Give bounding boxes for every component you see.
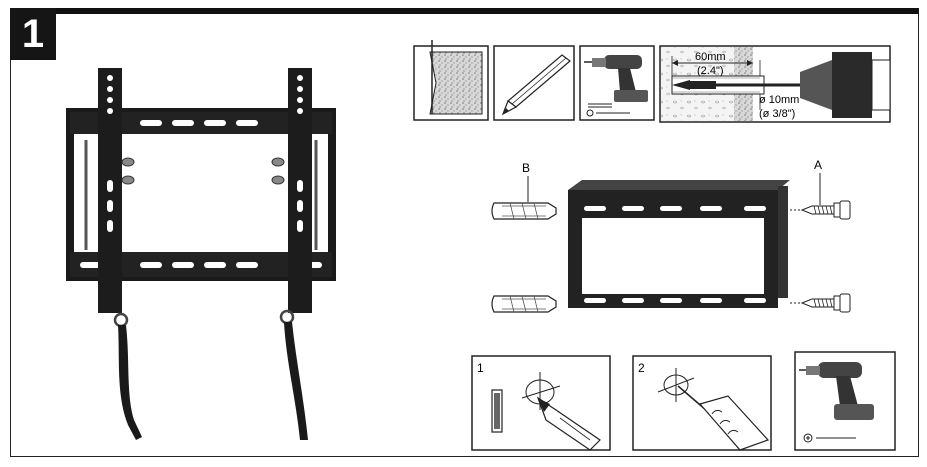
page-frame bbox=[10, 8, 919, 457]
drill-step-number: 2 bbox=[638, 361, 645, 375]
spirit-level-icon bbox=[491, 389, 503, 433]
mark-step-panel: 1 bbox=[471, 355, 611, 451]
step-number-badge: 1 bbox=[10, 8, 56, 60]
drill-step-panel: 2 bbox=[632, 355, 772, 451]
diameter-in-label: (ø 3/8") bbox=[759, 108, 795, 120]
drill-depth-diagram: 60mm (2.4") ø 10mm (ø 3/8") bbox=[659, 45, 891, 123]
screwdriver-step-panel bbox=[794, 351, 896, 451]
drill-icon bbox=[579, 45, 655, 121]
label-b: B bbox=[522, 161, 530, 175]
tv-bracket-photo bbox=[66, 68, 336, 440]
wall-plate-diagram bbox=[568, 180, 790, 308]
mark-step-number: 1 bbox=[477, 361, 484, 375]
wall-icon bbox=[413, 40, 489, 121]
pencil-icon bbox=[493, 45, 575, 121]
depth-in-label: (2.4") bbox=[697, 65, 724, 77]
screw-icon: A bbox=[790, 158, 851, 313]
depth-mm-label: 60mm bbox=[695, 51, 726, 63]
wall-plug-icon: B bbox=[491, 161, 557, 313]
label-a: A bbox=[814, 158, 822, 172]
diameter-mm-label: ø 10mm bbox=[759, 94, 799, 106]
